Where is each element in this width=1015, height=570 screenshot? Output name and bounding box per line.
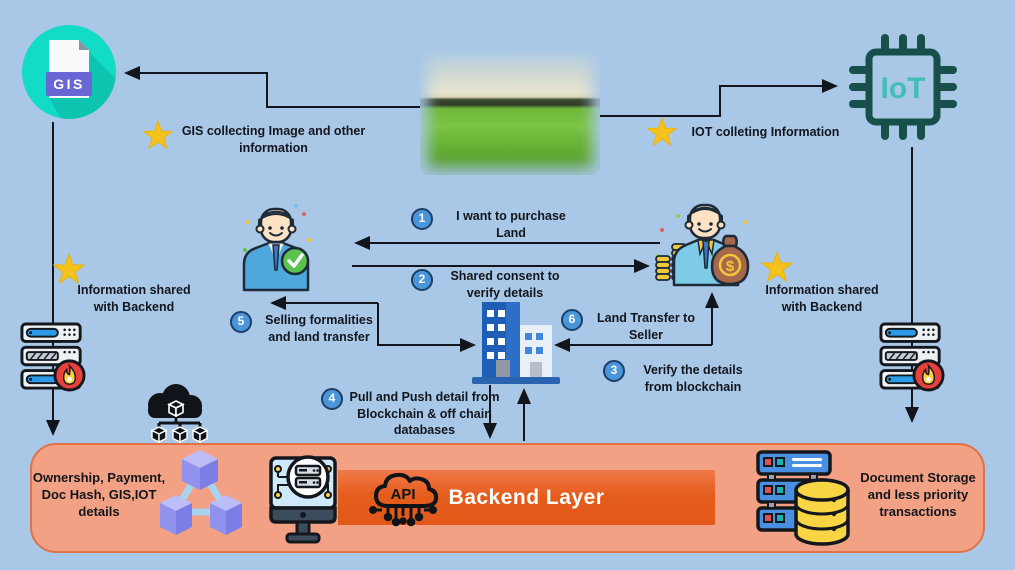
step-label-1: I want to purchase Land: [456, 209, 566, 240]
arrow-buyer-to-building: [377, 303, 476, 352]
database-storage-icon: [756, 450, 850, 546]
star-icon: [646, 117, 678, 147]
api-cloud-icon: API: [369, 472, 438, 527]
caption-gis-collecting: GIS collecting Image and other informati…: [181, 124, 366, 155]
blockchain-cloud-icon: [148, 384, 209, 444]
buyer-person-icon: [242, 204, 311, 292]
band-left-text: Ownership, Payment, Doc Hash, GIS,IOT de…: [32, 470, 166, 520]
step-badge-4: 4: [321, 388, 343, 410]
step-badge-1: 1: [411, 208, 433, 230]
caption-info-shared-left: Information shared with Backend: [77, 283, 191, 314]
gis-file-icon: GIS: [22, 25, 116, 119]
step-label-6: Land Transfer to Seller: [597, 311, 695, 342]
monitor-server-icon: [269, 455, 337, 544]
land-photo-image: [420, 45, 600, 175]
step-badge-6: 6: [561, 309, 583, 331]
gis-label: GIS: [53, 76, 85, 92]
backend-layer-label: Backend Layer: [448, 485, 605, 509]
star-icon: [760, 251, 794, 283]
seller-person-icon: $: [655, 203, 750, 287]
step-label-4: Pull and Push detail from Blockchain & o…: [349, 390, 500, 437]
iot-chip-icon: IoT: [849, 34, 957, 140]
caption-info-shared-right: Information shared with Backend: [765, 283, 879, 314]
star-icon: [52, 253, 86, 285]
arrow-image-to-iot: [600, 79, 838, 117]
star-icon: [142, 120, 174, 150]
band-right-text: Document Storage and less priority trans…: [860, 470, 976, 520]
cube-triangle-icon: [160, 450, 242, 535]
step-badge-5: 5: [230, 311, 252, 333]
step-badge-3: 3: [603, 360, 625, 382]
step-label-2: Shared consent to verify details: [450, 269, 560, 300]
backend-layer-bar: API Backend Layer: [338, 470, 715, 527]
step-label-5: Selling formalities and land transfer: [265, 313, 373, 344]
server-fire-icon: [879, 322, 945, 392]
money-bag-dollar: $: [726, 258, 735, 275]
server-fire-icon: [20, 322, 86, 392]
api-label: API: [390, 486, 415, 503]
step-label-3: Verify the details from blockchain: [643, 363, 743, 394]
registry-building-icon: [472, 302, 560, 384]
caption-iot-collecting: IOT colleting Information: [691, 125, 840, 139]
arrow-image-to-gis: [124, 66, 420, 108]
step-badge-2: 2: [411, 269, 433, 291]
iot-label: IoT: [881, 72, 926, 105]
